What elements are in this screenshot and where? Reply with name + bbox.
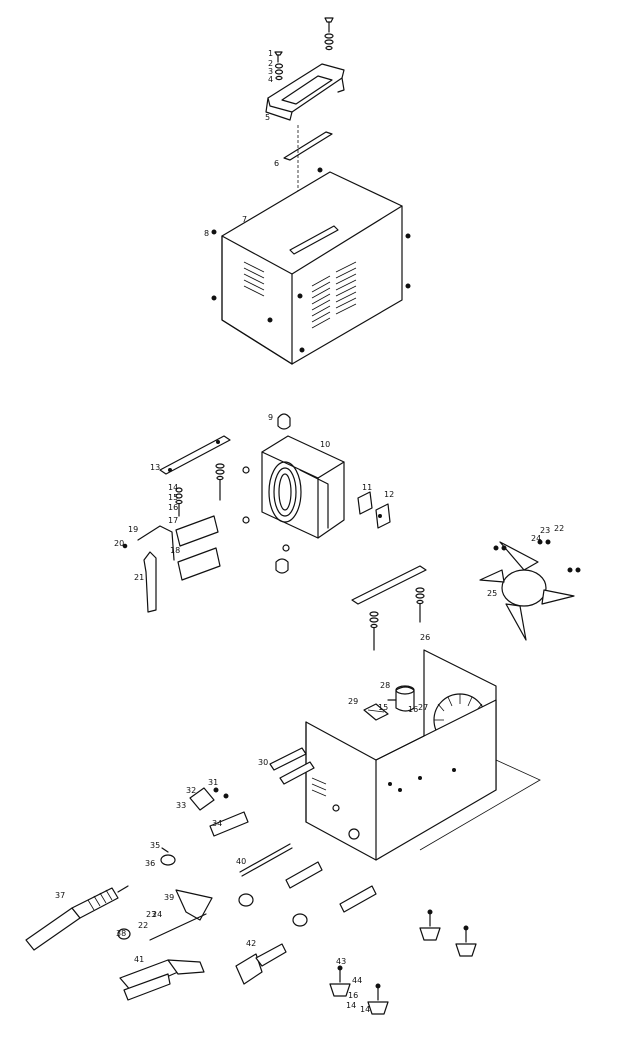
cable-bushes: [238, 861, 377, 927]
part-label: 41: [134, 955, 144, 964]
fan-screws: [493, 539, 581, 573]
ventilation-grid: [363, 703, 389, 721]
part-label: 38: [116, 929, 126, 938]
part-label: 27: [418, 703, 428, 712]
part-label: 19: [128, 525, 138, 534]
insulating-bush: [209, 811, 249, 837]
top-rail: [159, 435, 231, 475]
transformer-lower-clip: [275, 558, 289, 574]
part-label: 14: [346, 1001, 356, 1010]
switch-arm: [143, 551, 157, 613]
part-label: 10: [320, 440, 330, 449]
part-label: 5: [265, 113, 270, 122]
threaded-rod: [239, 843, 293, 877]
bottom-right-screw-stack: [415, 587, 425, 623]
foot-4: [367, 983, 389, 1015]
part-label: 23: [146, 910, 156, 919]
part-label: 3: [268, 67, 273, 76]
part-label: 22: [138, 921, 148, 930]
part-label: 16: [168, 503, 178, 512]
earth-clamp: [119, 913, 207, 1001]
part-label: 34: [212, 819, 222, 828]
foot-3: [329, 965, 351, 997]
part-label: 6: [274, 159, 279, 168]
transformer: [242, 435, 345, 552]
bracket: [122, 525, 175, 561]
carry-handle: [265, 63, 345, 121]
part-label: 18: [170, 546, 180, 555]
small-plate: [357, 491, 373, 515]
handle-screw-stack: [274, 51, 284, 81]
thermostat: [375, 503, 391, 529]
terminal-set: [160, 847, 176, 866]
small-plug: [117, 928, 131, 940]
part-label: 43: [336, 957, 346, 966]
part-label: 22: [554, 524, 564, 533]
part-label: 33: [176, 801, 186, 810]
fan-blade: [479, 541, 575, 641]
part-label: 24: [152, 910, 162, 919]
rail-screw-stack: [215, 463, 225, 501]
rectifier-plates: [175, 515, 221, 581]
part-label: 32: [186, 786, 196, 795]
part-label: 13: [150, 463, 160, 472]
part-label: 31: [208, 778, 218, 787]
part-number-labels: 1234567891011121314151617181920212223242…: [55, 49, 564, 1014]
part-label: 40: [236, 857, 246, 866]
earth-clamp-bracket: [175, 889, 213, 921]
part-label: 29: [348, 697, 358, 706]
part-label: 30: [258, 758, 268, 767]
part-label: 21: [134, 573, 144, 582]
bottom-left-screw-stack: [369, 611, 379, 651]
knob: [189, 787, 215, 811]
panel-screws: [213, 787, 229, 799]
electrode-holder: [25, 885, 129, 951]
part-label: 20: [114, 539, 124, 548]
foot-1: [419, 909, 441, 941]
sleeve-pair: [269, 747, 315, 785]
part-label: 25: [487, 589, 497, 598]
top-screw-stack: [324, 17, 334, 51]
part-label: 28: [380, 681, 390, 690]
part-label: 11: [362, 483, 372, 492]
part-label: 24: [531, 534, 541, 543]
part-label: 8: [204, 229, 209, 238]
part-label: 39: [164, 893, 174, 902]
part-label: 16: [348, 991, 358, 1000]
part-label: 4: [268, 75, 273, 84]
bottom-rail: [351, 565, 427, 605]
transformer-top-clip: [277, 413, 291, 430]
part-label: 2: [268, 59, 273, 68]
mains-plug: [235, 943, 287, 985]
part-label: 9: [268, 413, 273, 422]
part-label: 15: [168, 493, 178, 502]
part-label: 15: [378, 703, 388, 712]
part-label: 44: [352, 976, 362, 985]
part-label: 14: [360, 1005, 370, 1014]
part-label: 7: [242, 215, 247, 224]
part-label: 42: [246, 939, 256, 948]
handle-gasket: [283, 131, 333, 161]
part-label: 12: [384, 490, 394, 499]
part-label: 16: [408, 705, 418, 714]
part-label: 35: [150, 841, 160, 850]
rectifier-screw-stack: [175, 487, 183, 517]
housing-cover: [211, 167, 411, 365]
part-label: 26: [420, 633, 430, 642]
part-label: 23: [540, 526, 550, 535]
part-label: 17: [168, 516, 178, 525]
motor: [387, 685, 415, 712]
chassis-base: [305, 699, 541, 861]
part-label: 1: [268, 49, 273, 58]
foot-2: [455, 925, 477, 957]
part-label: 37: [55, 891, 65, 900]
part-label: 14: [168, 483, 178, 492]
part-label: 36: [145, 859, 155, 868]
